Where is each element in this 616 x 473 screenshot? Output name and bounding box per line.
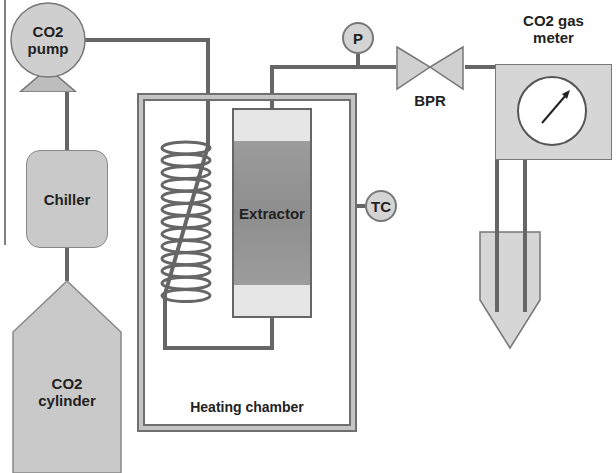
coil-turn <box>162 179 210 191</box>
meter-line <box>523 158 527 312</box>
meter-dial <box>496 65 610 158</box>
cylinder-body <box>13 281 121 473</box>
node-circle: TC <box>365 190 397 222</box>
coil-turn <box>162 240 210 252</box>
node-label: P <box>353 30 363 47</box>
coil-turn <box>162 191 210 203</box>
node-circle: P <box>342 22 374 54</box>
node-label: BPR <box>395 92 465 109</box>
node-label: TC <box>371 198 391 215</box>
node-box: Chiller <box>26 150 108 248</box>
heating-coil <box>162 142 210 302</box>
node-label: Chiller <box>44 191 91 208</box>
outlet-line <box>465 67 497 312</box>
node-valve: BPR <box>395 45 465 111</box>
coil-turn <box>162 142 210 154</box>
meter-housing <box>495 64 612 160</box>
node-label: CO2 gas meter <box>495 12 612 46</box>
needle-tip <box>562 90 570 99</box>
collection-tube <box>480 232 540 348</box>
frame-line <box>4 0 6 245</box>
pipe-connector <box>357 204 365 208</box>
gauge-stub <box>356 54 360 67</box>
pipe-connector <box>65 248 69 281</box>
node-label: Extractor <box>239 205 305 222</box>
node-cylinder: CO2 cylinder <box>12 280 122 473</box>
valve-symbol <box>395 45 465 91</box>
pipe-connector <box>272 67 396 108</box>
coil-turn <box>162 228 210 240</box>
node-label: CO2 cylinder <box>12 375 122 409</box>
valve-half <box>397 47 430 89</box>
node-chamber: Heating chamber Extractor <box>137 93 357 432</box>
dial-face <box>518 77 586 145</box>
coil-turn <box>162 277 210 289</box>
node-meter: CO2 gas meter <box>495 6 612 160</box>
coil-turn <box>162 290 210 302</box>
dial-needle <box>542 95 566 123</box>
coil-turn <box>162 167 210 179</box>
node-label: CO2 pump <box>8 23 88 57</box>
coil-turn <box>162 154 210 166</box>
node-label: Heating chamber <box>139 399 355 416</box>
coil-turn <box>162 253 210 265</box>
coil-turn <box>162 265 210 277</box>
coil-turn <box>162 216 210 228</box>
coil-turn <box>162 204 210 216</box>
node-extractor: Extractor <box>232 108 312 318</box>
valve-half <box>430 47 463 89</box>
node-pump: CO2 pump <box>8 2 88 92</box>
pipe-connector <box>65 92 69 150</box>
